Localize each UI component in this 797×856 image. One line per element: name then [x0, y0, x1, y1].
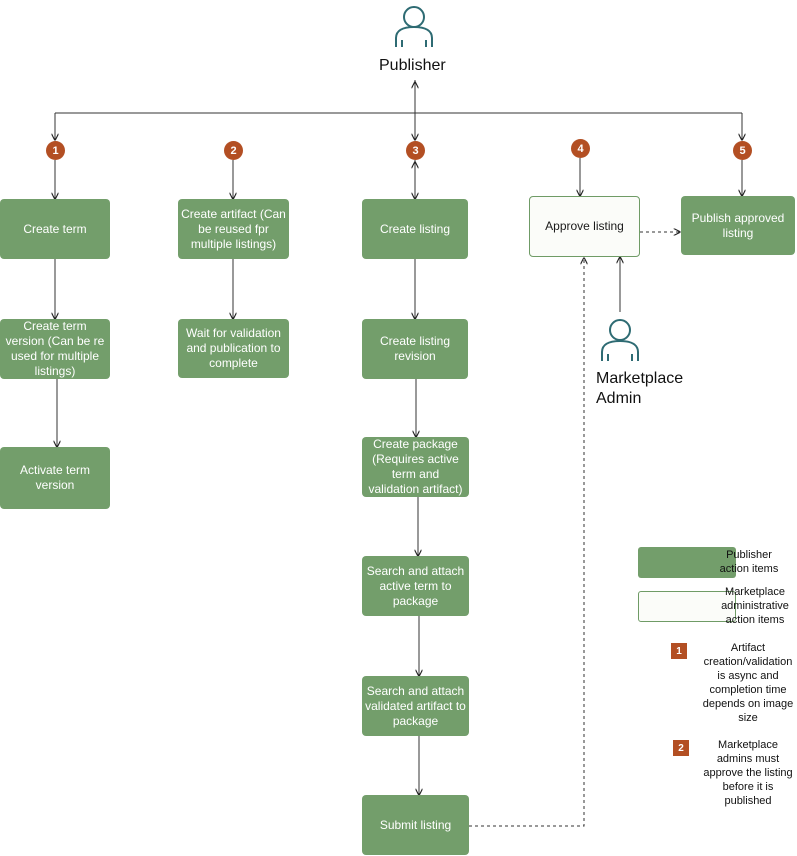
submit-listing-box: Submit listing	[362, 795, 469, 855]
legend-note-2-text: Marketplace admins must approve the list…	[703, 739, 793, 807]
publish-listing-box: Publish approved listing	[681, 196, 795, 255]
step-badge-3: 3	[406, 141, 425, 160]
legend-note-1-text: Artifact creation/validation is async an…	[702, 642, 794, 724]
legend-publisher-text: Publisher action items	[719, 549, 779, 575]
activate-term-version-box: Activate term version	[0, 447, 110, 509]
attach-artifact-box: Search and attach validated artifact to …	[362, 676, 469, 736]
legend-admin-swatch	[638, 591, 736, 622]
legend-publisher-swatch	[638, 547, 736, 578]
create-term-box: Create term	[0, 199, 110, 259]
publisher-label: Publisher	[379, 57, 446, 74]
admin-label: Marketplace Admin	[596, 370, 684, 407]
publisher-person-icon	[395, 6, 433, 47]
step-badge-1: 1	[46, 141, 65, 160]
create-term-version-box: Create term version (Can be re used for …	[0, 319, 110, 379]
legend-note-1-badge: 1	[671, 643, 687, 659]
legend-admin-text: Marketplace administrative action items	[721, 586, 789, 626]
step-badge-2: 2	[224, 141, 243, 160]
legend-note-2-badge: 2	[673, 740, 689, 756]
wait-validation-box: Wait for validation and publication to c…	[178, 319, 289, 378]
create-artifact-box: Create artifact (Can be reused fpr multi…	[178, 199, 289, 259]
approve-listing-box: Approve listing	[529, 196, 640, 257]
attach-term-box: Search and attach active term to package	[362, 556, 469, 616]
step-badge-4: 4	[571, 139, 590, 158]
create-listing-box: Create listing	[362, 199, 468, 259]
admin-person-icon	[601, 319, 639, 361]
step-badge-5: 5	[733, 141, 752, 160]
create-package-box: Create package (Requires active term and…	[362, 437, 469, 497]
create-listing-revision-box: Create listing revision	[362, 319, 468, 379]
